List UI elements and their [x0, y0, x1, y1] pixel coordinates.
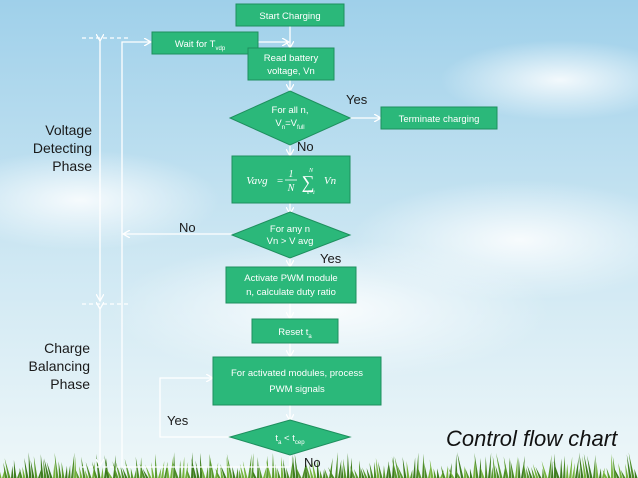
terminate-label: Terminate charging	[399, 114, 480, 125]
charge-phase-label: Charge Balancing Phase	[29, 340, 91, 392]
formula-node: Vavg = 1 N ∑ N n=1 Vn	[231, 155, 351, 204]
voltage-phase-line1: Voltage	[45, 122, 92, 138]
read-label-line1: Read battery	[264, 53, 319, 64]
formula-variable: Vn	[324, 175, 337, 187]
compare-decision: ta < tcep	[228, 419, 352, 456]
start-node: Start Charging	[235, 3, 345, 27]
pwm-label-line1: Activate PWM module	[244, 273, 337, 284]
reset-label: Reset ta	[278, 327, 312, 340]
diagram-title: Control flow chart	[446, 426, 618, 451]
formula-eq: =	[276, 175, 283, 187]
phase-dividers	[82, 37, 130, 468]
arrow-compare-yes-loop	[159, 378, 230, 438]
formula-denominator: N	[287, 183, 296, 194]
charge-phase-line3: Phase	[50, 376, 90, 392]
read-label-line2: voltage, Vn	[267, 66, 315, 77]
reset-node: Reset ta	[251, 318, 339, 344]
forany-label-line1: For any n	[270, 224, 310, 235]
read-voltage-node: Read battery voltage, Vn	[247, 47, 335, 81]
label-yes-process: Yes	[167, 413, 189, 428]
forall-label-line1: For all n,	[272, 105, 309, 116]
connectors	[121, 26, 380, 468]
voltage-phase-line2: Detecting	[33, 140, 92, 156]
forany-decision: For any n Vn > V avg	[230, 211, 352, 259]
grass-border	[0, 452, 638, 478]
charge-phase-line1: Charge	[44, 340, 90, 356]
forall-decision: For all n, Vn=Vfull	[228, 90, 352, 146]
wait-label: Wait for Tvdp	[175, 39, 226, 52]
formula-sigma-bottom: n=1	[307, 191, 315, 196]
pwm-label-line2: n, calculate duty ratio	[246, 287, 336, 298]
arrow-loop-main-return	[121, 42, 150, 467]
label-yes-pwm: Yes	[320, 251, 342, 266]
label-no-return: No	[304, 455, 321, 470]
charge-phase-line2: Balancing	[29, 358, 91, 374]
label-no-loop: No	[179, 220, 196, 235]
terminate-node: Terminate charging	[380, 106, 498, 130]
label-yes-terminate: Yes	[346, 92, 368, 107]
process-label-line1: For activated modules, process	[231, 368, 363, 379]
process-node: For activated modules, process PWM signa…	[212, 356, 382, 406]
wait-node: Wait for Tvdp	[151, 31, 259, 55]
formula-lhs: Vavg	[246, 175, 268, 187]
formula-sigma-top: N	[308, 168, 314, 174]
compare-label: ta < tcep	[275, 433, 305, 446]
voltage-phase-label: Voltage Detecting Phase	[33, 122, 92, 174]
process-label-line2: PWM signals	[269, 384, 325, 395]
label-no-formula: No	[297, 139, 314, 154]
formula-sigma: ∑	[302, 172, 315, 192]
start-label: Start Charging	[259, 11, 320, 22]
forall-label-line2: Vn=Vfull	[275, 118, 304, 131]
forany-label-line2: Vn > V avg	[267, 236, 314, 247]
pwm-node: Activate PWM module n, calculate duty ra…	[225, 266, 357, 304]
formula-numerator: 1	[289, 169, 294, 180]
voltage-phase-line3: Phase	[52, 158, 92, 174]
